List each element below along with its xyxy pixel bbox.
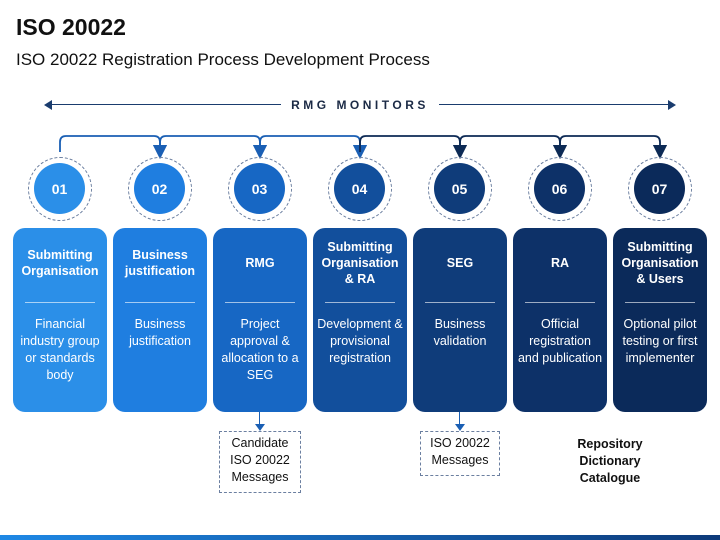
step-card: RMG Project approval & allocation to a S… <box>213 228 307 412</box>
step-card-divider <box>625 302 695 303</box>
step-card: SEG Business validation <box>413 228 507 412</box>
step-card: Business justification Business justific… <box>113 228 207 412</box>
step-card: RA Official registration and publication <box>513 228 607 412</box>
output-candidate-messages: Candidate ISO 20022 Messages <box>219 431 301 493</box>
step-card-title: Submitting Organisation & RA <box>321 240 399 286</box>
connector-1-2 <box>59 135 168 160</box>
step-circle-outline: 05 <box>428 157 492 221</box>
step-card: Submitting Organisation & Users Optional… <box>613 228 707 412</box>
step-card-title: Submitting Organisation <box>21 248 99 278</box>
page-subtitle: ISO 20022 Registration Process Developme… <box>16 50 430 69</box>
step-card-title: Business justification <box>124 248 196 278</box>
output-repository-catalogue: Repository Dictionary Catalogue <box>577 437 643 485</box>
step-circle-outline: 07 <box>628 157 692 221</box>
step-card-title: RA <box>550 256 570 270</box>
step-card-title: Submitting Organisation & Users <box>621 240 699 286</box>
arrow-right-icon <box>668 100 676 110</box>
step-circle-outline: 02 <box>128 157 192 221</box>
step-card-description: Optional pilot testing or first implemen… <box>622 317 698 365</box>
step-card-description: Business validation <box>433 317 487 348</box>
output-arrow-line <box>259 412 260 425</box>
output-iso-messages: ISO 20022 Messages <box>420 431 500 476</box>
arrow-down-icon <box>255 424 265 431</box>
step-card: Submitting Organisation & RA Development… <box>313 228 407 412</box>
step-circle-outline: 03 <box>228 157 292 221</box>
step-card-divider <box>125 302 195 303</box>
connector-2-3 <box>159 135 268 160</box>
connector-5-6 <box>459 135 568 160</box>
monitors-label: RMG MONITORS <box>0 96 720 114</box>
step-card-divider <box>325 302 395 303</box>
step-card-divider <box>225 302 295 303</box>
step-number-badge: 06 <box>534 163 585 214</box>
step-card-description: Development & provisional registration <box>317 317 403 365</box>
step-card-title: SEG <box>446 256 474 270</box>
step-card-description: Business justification <box>129 317 191 348</box>
step-card-title: RMG <box>245 256 275 270</box>
step-card-description: Financial industry group or standards bo… <box>20 317 100 382</box>
bottom-accent-bar <box>0 535 720 540</box>
connector-6-7 <box>559 135 668 160</box>
step-card-divider <box>425 302 495 303</box>
step-card-divider <box>25 302 95 303</box>
step-number-badge: 07 <box>634 163 685 214</box>
step-card: Submitting Organisation Financial indust… <box>13 228 107 412</box>
step-circle-outline: 04 <box>328 157 392 221</box>
connector-3-4 <box>259 135 368 160</box>
step-card-divider <box>525 302 595 303</box>
step-card-description: Project approval & allocation to a SEG <box>221 317 299 382</box>
page-title: ISO 20022 <box>16 14 126 40</box>
monitors-label-text: RMG MONITORS <box>281 98 439 112</box>
step-number-badge: 02 <box>134 163 185 214</box>
step-number-badge: 04 <box>334 163 385 214</box>
step-circle-outline: 01 <box>28 157 92 221</box>
connector-4-5 <box>359 135 468 160</box>
step-circle-outline: 06 <box>528 157 592 221</box>
step-number-badge: 01 <box>34 163 85 214</box>
step-number-badge: 03 <box>234 163 285 214</box>
step-number-badge: 05 <box>434 163 485 214</box>
step-card-description: Official registration and publication <box>517 317 603 365</box>
arrow-down-icon <box>455 424 465 431</box>
arrow-left-icon <box>44 100 52 110</box>
step-connectors <box>59 135 668 160</box>
output-arrow-line <box>459 412 460 425</box>
